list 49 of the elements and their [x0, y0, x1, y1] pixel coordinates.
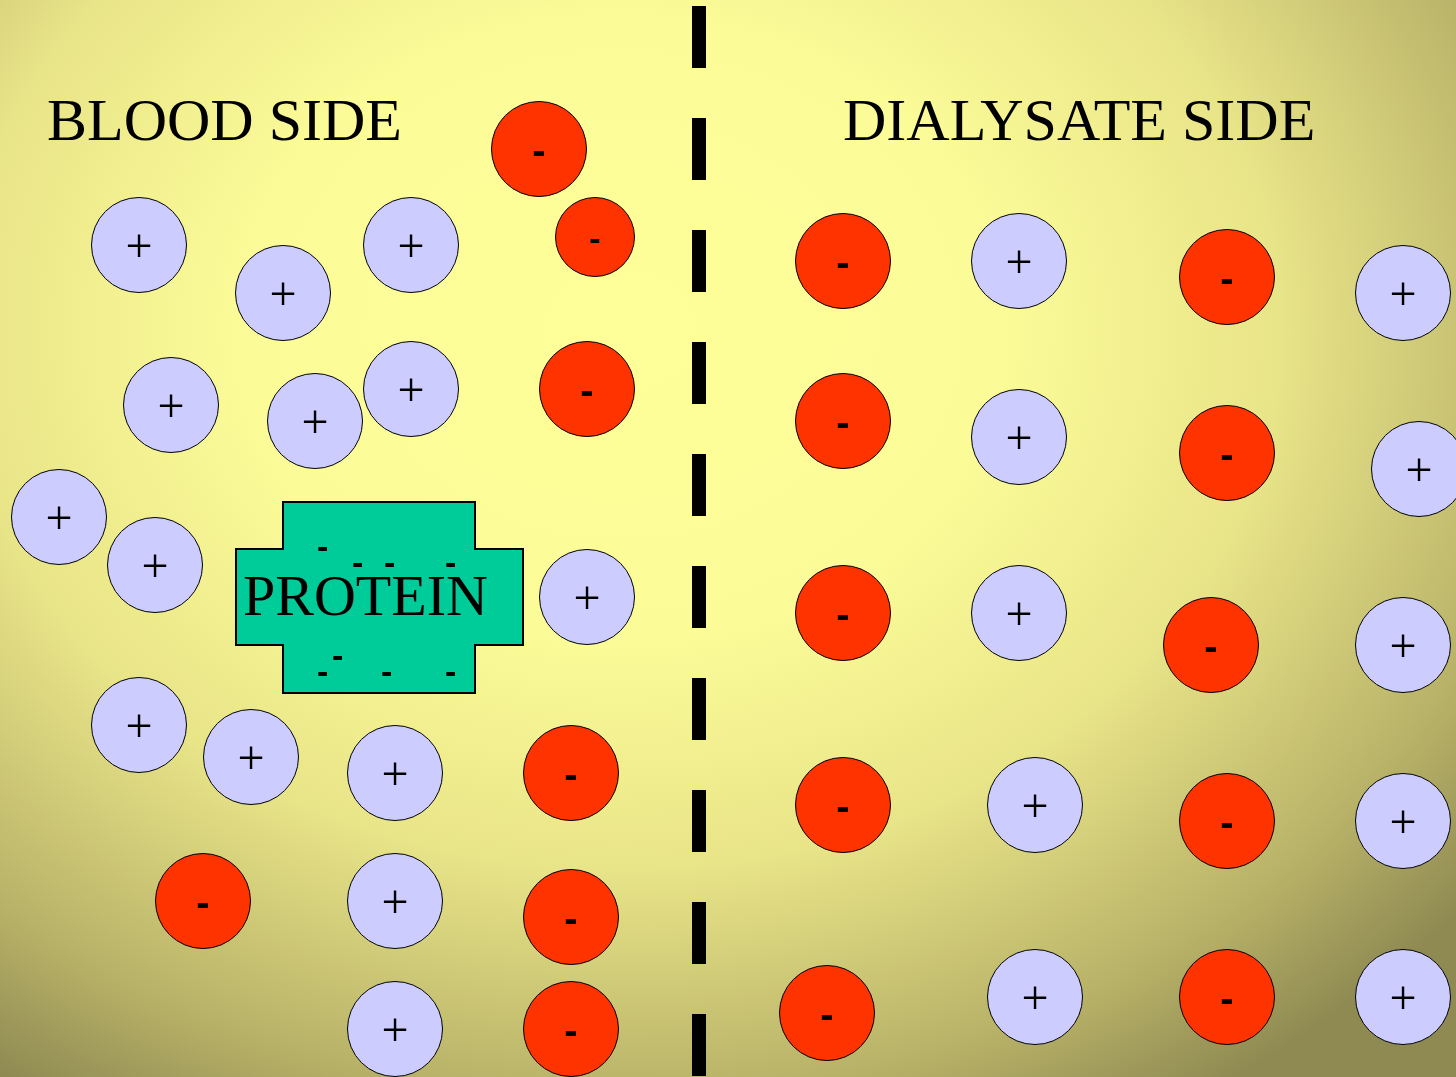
positive-ion-circle: +: [363, 341, 459, 437]
negative-ion-circle: -: [1179, 773, 1275, 869]
positive-ion-circle: +: [1355, 245, 1451, 341]
positive-ion-circle: +: [971, 213, 1067, 309]
positive-ion-circle: +: [91, 197, 187, 293]
negative-ion-circle: -: [795, 757, 891, 853]
positive-ion-circle: +: [1355, 949, 1451, 1045]
positive-ion-circle: +: [363, 197, 459, 293]
protein-label: PROTEIN: [243, 567, 488, 625]
positive-ion-circle: +: [971, 565, 1067, 661]
negative-ion-circle: -: [539, 341, 635, 437]
negative-ion-circle: -: [555, 197, 635, 277]
negative-charge-sign: -: [332, 638, 344, 672]
side-heading: BLOOD SIDE: [47, 90, 402, 150]
negative-ion-circle: -: [523, 981, 619, 1077]
positive-ion-circle: +: [1355, 773, 1451, 869]
negative-charge-sign: -: [317, 654, 329, 688]
positive-ion-circle: +: [107, 517, 203, 613]
positive-ion-circle: +: [1371, 421, 1456, 517]
negative-ion-circle: -: [779, 965, 875, 1061]
positive-ion-circle: +: [203, 709, 299, 805]
positive-ion-circle: +: [987, 757, 1083, 853]
negative-ion-circle: -: [523, 869, 619, 965]
negative-ion-circle: -: [795, 565, 891, 661]
positive-ion-circle: +: [347, 853, 443, 949]
positive-ion-circle: +: [347, 725, 443, 821]
negative-ion-circle: -: [795, 213, 891, 309]
negative-charge-sign: -: [381, 654, 393, 688]
positive-ion-circle: +: [971, 389, 1067, 485]
positive-ion-circle: +: [11, 469, 107, 565]
positive-ion-circle: +: [91, 677, 187, 773]
positive-ion-circle: +: [539, 549, 635, 645]
positive-ion-circle: +: [1355, 597, 1451, 693]
negative-ion-circle: -: [1179, 405, 1275, 501]
side-heading: DIALYSATE SIDE: [843, 90, 1316, 150]
negative-ion-circle: -: [491, 101, 587, 197]
negative-ion-circle: -: [523, 725, 619, 821]
negative-ion-circle: -: [1179, 229, 1275, 325]
negative-charge-sign: -: [445, 654, 457, 688]
positive-ion-circle: +: [123, 357, 219, 453]
positive-ion-circle: +: [347, 981, 443, 1077]
negative-ion-circle: -: [795, 373, 891, 469]
positive-ion-circle: +: [987, 949, 1083, 1045]
positive-ion-circle: +: [235, 245, 331, 341]
negative-ion-circle: -: [155, 853, 251, 949]
negative-charge-sign: -: [317, 529, 329, 563]
negative-ion-circle: -: [1163, 597, 1259, 693]
positive-ion-circle: +: [267, 373, 363, 469]
negative-ion-circle: -: [1179, 949, 1275, 1045]
